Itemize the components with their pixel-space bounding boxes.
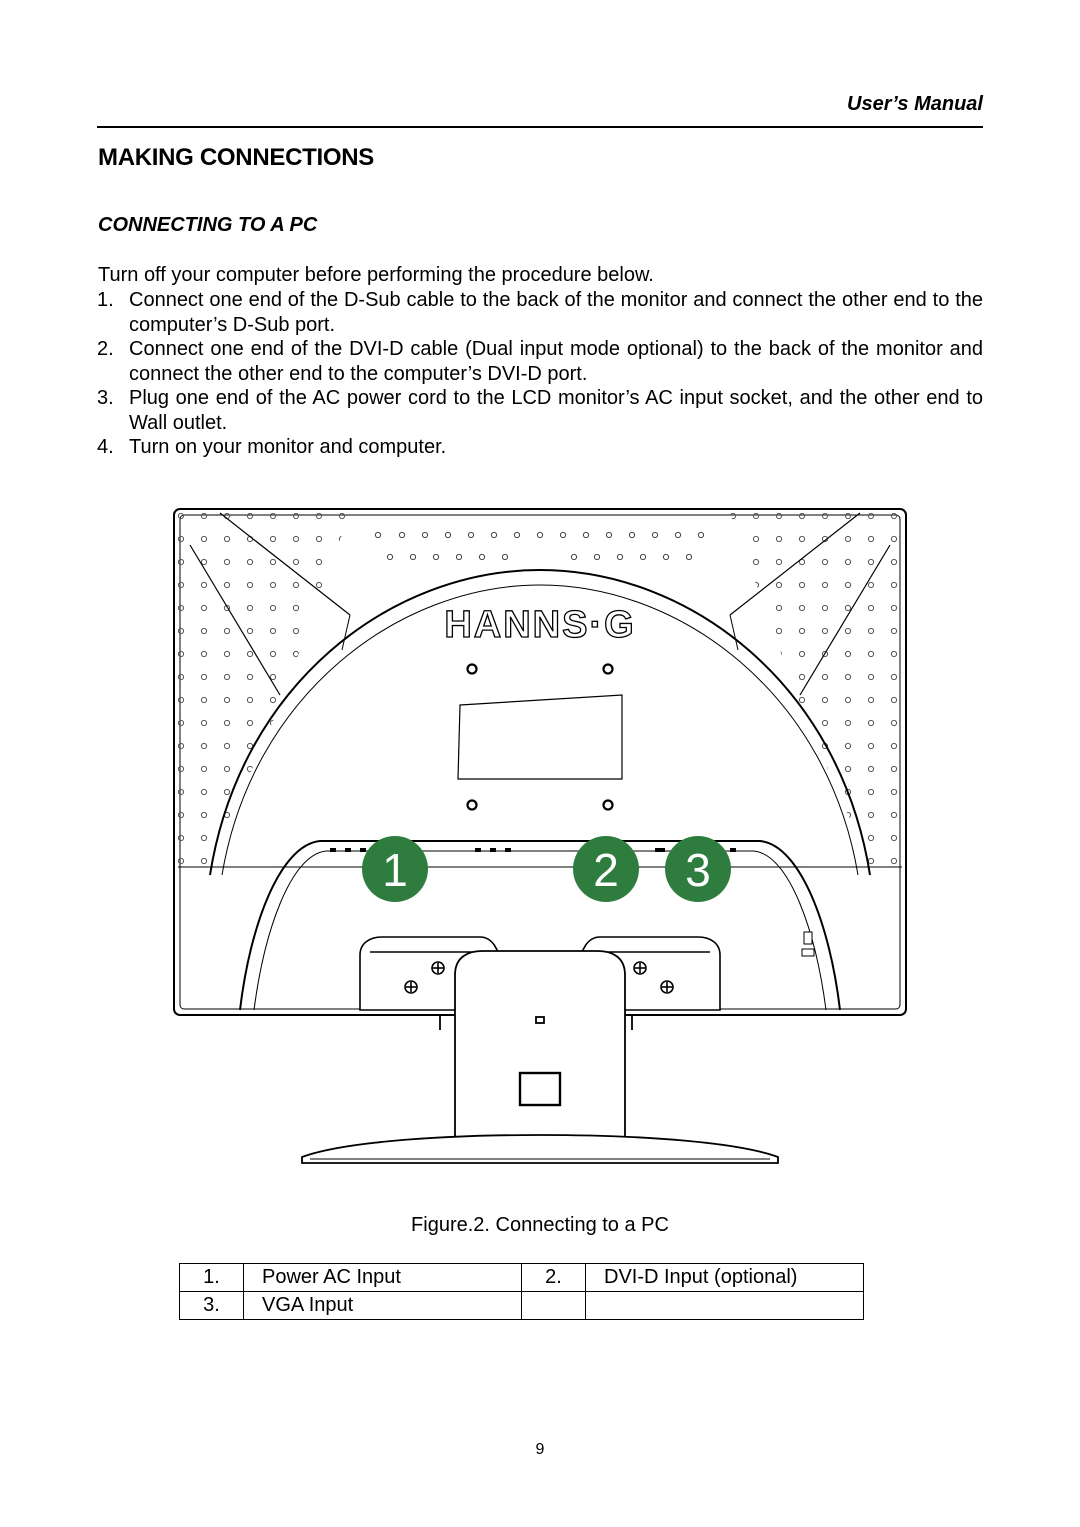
step-number: 2. <box>97 338 114 360</box>
steps-list: 1. Connect one end of the D-Sub cable to… <box>97 288 983 460</box>
legend-label: VGA Input <box>243 1291 522 1320</box>
section-title: CONNECTING TO A PC <box>98 214 318 236</box>
step-text: Connect one end of the DVI-D cable (Dual… <box>129 338 983 385</box>
step-item: 4. Turn on your monitor and computer. <box>97 435 983 460</box>
legend-number: 2. <box>521 1263 586 1292</box>
monitor-rear-illustration: HANNS·G 1 2 3 <box>173 508 907 1164</box>
callout-3: 3 <box>665 836 731 902</box>
table-row: 1. Power AC Input 2. DVI-D Input (option… <box>179 1263 864 1292</box>
callout-2-label: 2 <box>593 844 619 896</box>
intro-text: Turn off your computer before performing… <box>98 264 654 286</box>
page-title: MAKING CONNECTIONS <box>98 144 374 171</box>
port-legend-table: 1. Power AC Input 2. DVI-D Input (option… <box>179 1263 864 1320</box>
step-number: 3. <box>97 387 114 409</box>
step-item: 1. Connect one end of the D-Sub cable to… <box>97 288 983 337</box>
callout-3-label: 3 <box>685 844 711 896</box>
callout-2: 2 <box>573 836 639 902</box>
legend-number: 1. <box>179 1263 244 1292</box>
callout-1-label: 1 <box>382 844 408 896</box>
step-number: 4. <box>97 436 114 458</box>
table-row: 3. VGA Input <box>179 1291 864 1320</box>
header-divider <box>97 126 983 128</box>
header-title: User’s Manual <box>847 93 983 115</box>
step-number: 1. <box>97 289 114 311</box>
legend-label: DVI-D Input (optional) <box>585 1263 864 1292</box>
stand-base <box>301 1134 779 1164</box>
step-item: 2. Connect one end of the DVI-D cable (D… <box>97 337 983 386</box>
page-number: 9 <box>535 1441 545 1458</box>
step-text: Connect one end of the D-Sub cable to th… <box>129 289 983 336</box>
legend-label <box>585 1291 864 1320</box>
figure-caption: Figure.2. Connecting to a PC <box>411 1214 669 1236</box>
label-plate <box>457 694 623 780</box>
callout-1: 1 <box>362 836 428 902</box>
step-text: Turn on your monitor and computer. <box>129 436 447 458</box>
legend-label: Power AC Input <box>243 1263 522 1292</box>
legend-number <box>521 1291 586 1320</box>
kensington-lock-icon <box>801 931 815 957</box>
step-text: Plug one end of the AC power cord to the… <box>129 387 983 434</box>
step-item: 3. Plug one end of the AC power cord to … <box>97 386 983 435</box>
legend-number: 3. <box>179 1291 244 1320</box>
brand-logo: HANNS·G <box>444 604 635 646</box>
vesa-screw-holes <box>466 663 614 811</box>
stand-neck <box>439 950 633 1138</box>
rear-arch-panel <box>209 568 871 876</box>
